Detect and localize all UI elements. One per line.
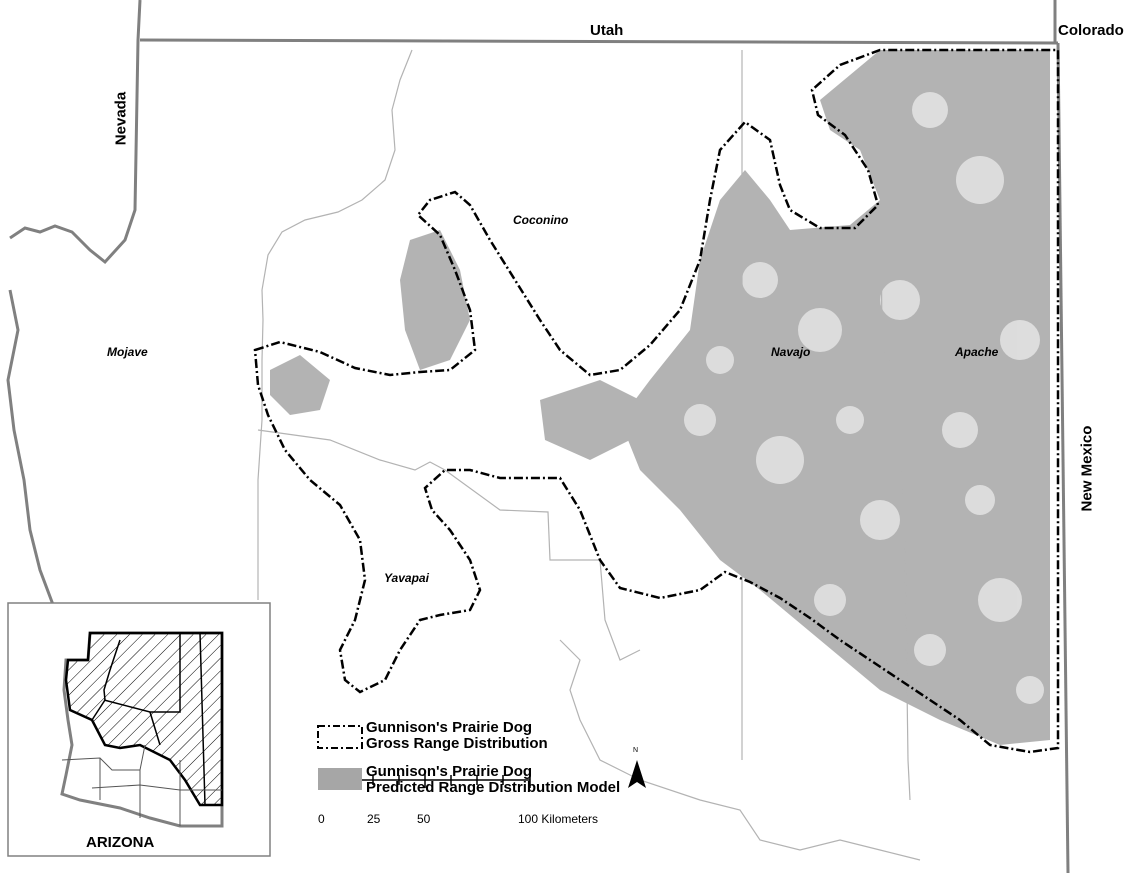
navajo-apache-border (879, 49, 911, 801)
legend-gross-range-line1: Gunnison's Prairie Dog (366, 719, 533, 736)
inset-state-outline (60, 631, 224, 828)
county-label-navajo: Navajo (771, 345, 811, 359)
inset-title: ARIZONA (86, 834, 155, 851)
predicted-range-patch-coconino (400, 230, 470, 370)
legend-predicted-range-swatch (318, 768, 362, 790)
inset-map (7, 602, 271, 857)
legend-swatches (317, 725, 363, 790)
predicted-range-patch-west (270, 355, 330, 415)
utah-arizona-border (139, 38, 1059, 45)
gila-border (559, 639, 921, 861)
inset-northern-outline (64, 631, 224, 807)
county-label-yavapai: Yavapai (384, 571, 429, 585)
state-borders (6, 0, 1070, 873)
inset-southern-lines (61, 744, 222, 826)
legend-predicted-range-label: Gunnison's Prairie Dog Predicted Range D… (366, 764, 620, 796)
state-label-new-mexico: New Mexico (1078, 425, 1096, 512)
scale-tick-25: 25 (367, 812, 381, 826)
predicted-range-texture (684, 92, 1044, 704)
state-label-nevada: Nevada (112, 91, 130, 146)
scale-tick-0: 0 (318, 812, 325, 826)
scale-tick-50: 50 (417, 812, 431, 826)
inset-hatched-counties (66, 633, 222, 805)
predicted-range-patch-central (540, 380, 640, 460)
predicted-range-model-layer (270, 50, 1050, 745)
coconino-west-border (257, 49, 413, 600)
nevada-arizona-border (9, 0, 142, 265)
scale-tick-100: 100 Kilometers (518, 812, 599, 826)
legend-predicted-range-line1: Gunnison's Prairie Dog (366, 763, 533, 780)
county-label-coconino: Coconino (513, 213, 569, 227)
north-arrow-icon (628, 760, 646, 788)
county-borders (257, 49, 921, 861)
state-label-colorado: Colorado (1058, 22, 1124, 39)
yavapai-north-border (257, 429, 641, 661)
legend-gross-range-label: Gunnison's Prairie Dog Gross Range Distr… (366, 720, 548, 752)
new-mexico-arizona-border (1056, 42, 1070, 873)
legend-gross-range-line2: Gross Range Distribution (366, 735, 548, 752)
inset-county-lines (91, 632, 206, 806)
legend-gross-range-swatch (317, 725, 363, 749)
colorado-river-west (6, 289, 57, 611)
north-arrow-letter: N (633, 747, 639, 754)
predicted-range-patch-east (620, 50, 1050, 745)
gross-range-outline (253, 48, 1060, 754)
state-label-utah: Utah (590, 22, 624, 39)
county-label-mojave: Mojave (107, 345, 148, 359)
county-label-apache: Apache (955, 345, 999, 359)
legend-predicted-range-line2: Predicted Range Distribution Model (366, 779, 621, 796)
